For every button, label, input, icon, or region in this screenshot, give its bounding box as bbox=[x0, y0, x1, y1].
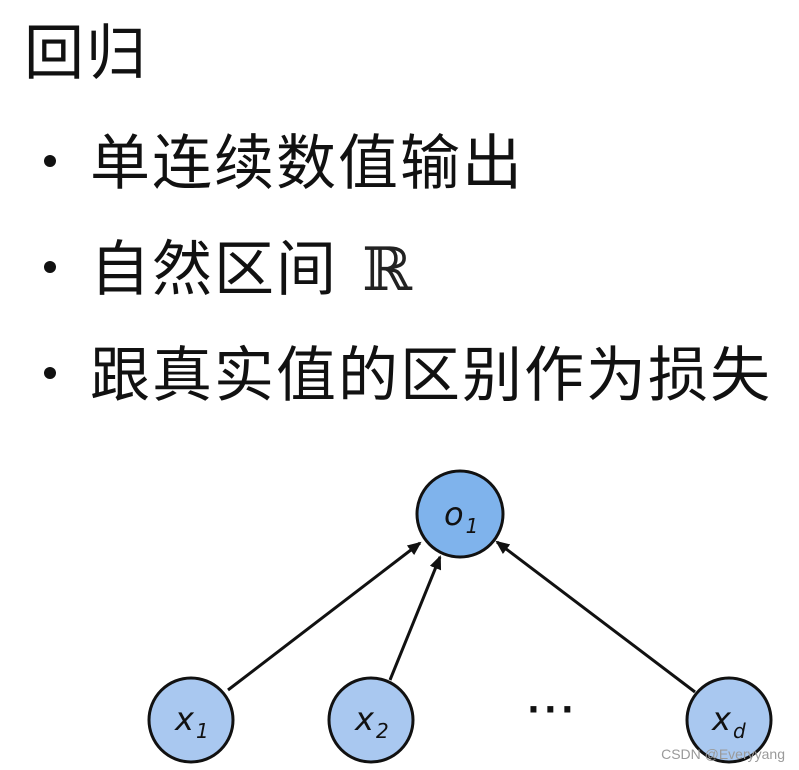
edge-x1-o1 bbox=[227, 541, 422, 692]
bullet-dot bbox=[44, 261, 56, 274]
slide-title: 回归 bbox=[24, 19, 148, 89]
real-numbers-symbol: ℝ bbox=[362, 235, 412, 305]
ellipsis: ··· bbox=[527, 690, 578, 730]
watermark: CSDN @Everyyang bbox=[661, 746, 785, 762]
bullet-item-1: 单连续数值输出 bbox=[44, 124, 524, 204]
bullet-item-3: 跟真实值的区别作为损失 bbox=[44, 336, 772, 416]
bullet-text: 跟真实值的区别作为损失 bbox=[90, 341, 772, 411]
bullet-text: 自然区间 bbox=[90, 235, 338, 305]
edge-xd-o1 bbox=[495, 540, 696, 694]
edge-x2-o1 bbox=[388, 555, 442, 681]
bullet-item-2: 自然区间 ℝ bbox=[44, 230, 412, 310]
bullet-text: 单连续数值输出 bbox=[90, 129, 524, 199]
bullet-dot bbox=[44, 155, 56, 168]
bullet-dot bbox=[44, 367, 56, 380]
